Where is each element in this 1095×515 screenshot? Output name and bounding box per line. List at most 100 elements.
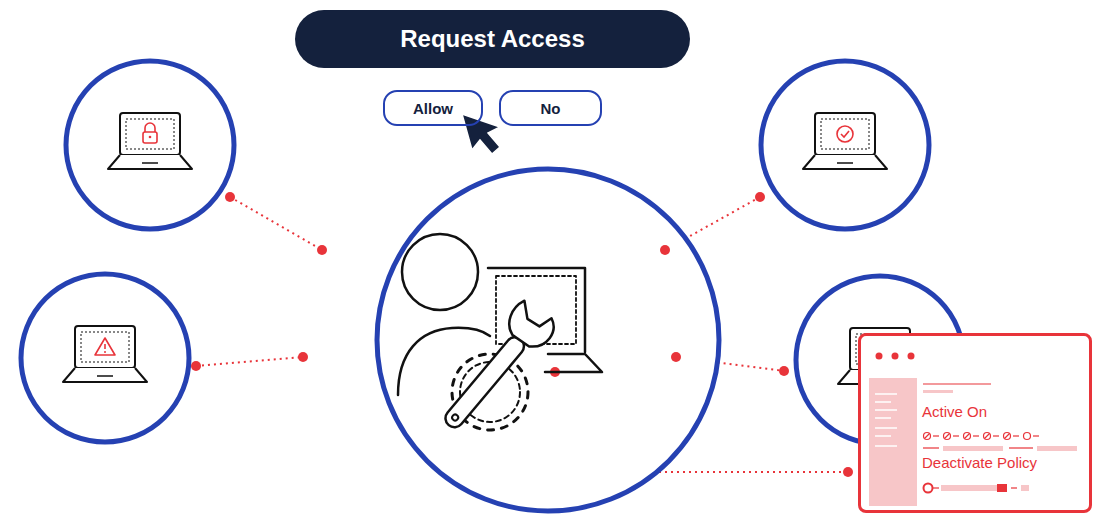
laptop-icon	[837, 126, 853, 142]
link-dot	[298, 352, 308, 362]
window-decoration	[1021, 485, 1029, 491]
link-dot	[660, 245, 670, 255]
laptop-icon	[97, 375, 113, 377]
window-decoration	[1005, 434, 1010, 439]
window-decoration	[861, 336, 1089, 510]
window-decoration	[923, 447, 939, 448]
laptop-icon	[104, 351, 106, 353]
admin-figure	[398, 234, 602, 439]
policy-label: Deactivate Policy	[922, 454, 1037, 471]
laptop-icon	[126, 119, 174, 149]
window-decoration	[973, 435, 979, 436]
window-decoration	[1024, 433, 1031, 440]
window-decoration	[875, 445, 897, 447]
window-decoration	[944, 433, 951, 440]
dotted-link	[230, 197, 322, 250]
allow-button: Allow	[383, 90, 483, 126]
dotted-link	[196, 357, 303, 366]
link-dot	[779, 366, 789, 376]
window-decoration	[1009, 447, 1033, 448]
laptop-icon	[75, 326, 135, 368]
laptop-icon	[142, 162, 158, 164]
window-decoration	[908, 353, 915, 360]
window-decoration	[1011, 487, 1017, 488]
link-dot	[225, 192, 235, 202]
cursor-arrow	[462, 114, 500, 154]
window-decoration	[875, 393, 897, 395]
window-decoration	[923, 390, 953, 393]
link-dot	[191, 192, 853, 477]
window-decoration	[875, 435, 891, 437]
device-circle	[66, 61, 234, 229]
window-decoration	[943, 446, 1003, 451]
deny-button: No	[499, 90, 602, 126]
window-decoration	[965, 434, 970, 439]
wrench-symbol	[501, 296, 560, 355]
window-decoration	[875, 409, 897, 411]
device-circle	[761, 61, 929, 229]
wrench-symbol	[451, 413, 459, 421]
window-decoration	[875, 401, 891, 403]
window-decoration	[924, 433, 931, 440]
window-decoration	[941, 485, 1003, 491]
window-decoration	[892, 353, 899, 360]
admin-figure	[545, 354, 602, 372]
laptop-icon	[81, 332, 129, 362]
laptop-icon	[803, 113, 887, 169]
admin-circle	[377, 169, 719, 511]
policy-label: Active On	[922, 403, 987, 420]
laptop-icon	[143, 132, 157, 143]
button-label: No	[541, 100, 561, 117]
window-decoration	[953, 435, 959, 436]
button-label: Allow	[413, 100, 453, 117]
window-decoration	[875, 417, 891, 419]
window-decoration	[924, 484, 933, 493]
window-decoration	[945, 434, 950, 439]
window-decoration	[876, 353, 883, 360]
laptop-icon	[120, 113, 180, 155]
window-decoration	[997, 484, 1007, 492]
window-decoration	[985, 434, 990, 439]
link-dot	[317, 245, 327, 255]
admin-circle	[377, 169, 719, 511]
link-dot	[191, 361, 201, 371]
window-decoration	[923, 383, 991, 384]
laptop-icon	[837, 162, 853, 164]
laptop-icon	[63, 368, 147, 382]
admin-figure	[402, 234, 478, 310]
window-decoration	[964, 433, 971, 440]
laptop-icon	[63, 326, 147, 382]
link-dot	[843, 467, 853, 477]
laptop-icon	[108, 113, 192, 169]
laptop-icon	[95, 338, 115, 355]
laptop-icon	[149, 136, 152, 139]
title-text: Request Access	[400, 25, 585, 53]
window-decoration	[933, 435, 939, 436]
window-decoration	[1033, 435, 1039, 436]
window-decoration	[925, 434, 930, 439]
laptop-icon	[815, 113, 875, 155]
device-circle	[21, 274, 189, 442]
laptop-icon	[821, 119, 869, 149]
laptop-icon	[108, 155, 192, 169]
link-dot	[671, 352, 681, 362]
window-decoration	[875, 427, 897, 429]
window-decoration	[993, 435, 999, 436]
title-pill: Request Access	[295, 10, 690, 68]
window-decoration	[1037, 446, 1077, 451]
cursor-arrow	[462, 114, 500, 154]
window-decoration	[869, 378, 917, 506]
wrench-symbol	[430, 296, 560, 439]
laptop-icon	[841, 131, 849, 137]
window-decoration	[1004, 433, 1011, 440]
laptop-icon	[145, 123, 155, 132]
laptop-icon	[803, 155, 887, 169]
window-decoration	[933, 487, 939, 488]
laptop-icon	[104, 344, 106, 349]
laptop-icon	[63, 113, 922, 384]
link-dot	[755, 192, 765, 202]
policy-window: Active On Deactivate Policy	[858, 333, 1092, 513]
window-decoration	[1013, 435, 1019, 436]
window-decoration	[984, 433, 991, 440]
